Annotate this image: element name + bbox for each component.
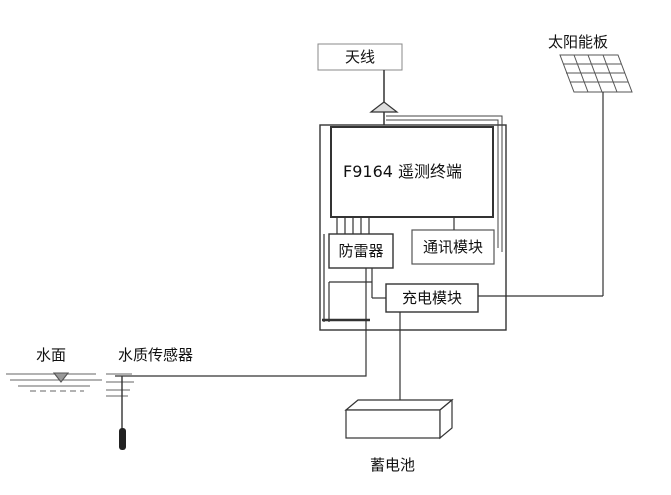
sensor-wire [115,268,367,377]
antenna-label: 天线 [344,48,375,66]
lightning-protector-box [328,233,394,269]
antenna-label-box [317,43,403,71]
charge-module-label: 充电模块 [401,289,462,307]
battery-icon [344,398,454,440]
enclosure-outline [319,124,507,331]
battery-label: 蓄电池 [370,456,416,474]
solar-panel-icon [559,54,633,296]
enclosure-inner-lines [386,115,503,252]
antenna-icon [369,70,399,125]
comm-module-box [411,229,495,265]
lightning-protector-label: 防雷器 [338,242,384,260]
terminal-label: F9164 遥测终端 [343,162,463,181]
terminal-box [330,126,494,218]
internal-wiring [322,217,455,322]
charge-module-box [385,283,479,313]
water-quality-sensor-icon [119,376,126,450]
water-surface-label: 水面 [36,346,67,364]
water-surface-icon [6,372,134,397]
solar-panel-label: 太阳能板 [548,33,609,51]
water-quality-sensor-label: 水质传感器 [118,346,194,364]
comm-module-label: 通讯模块 [422,238,483,256]
